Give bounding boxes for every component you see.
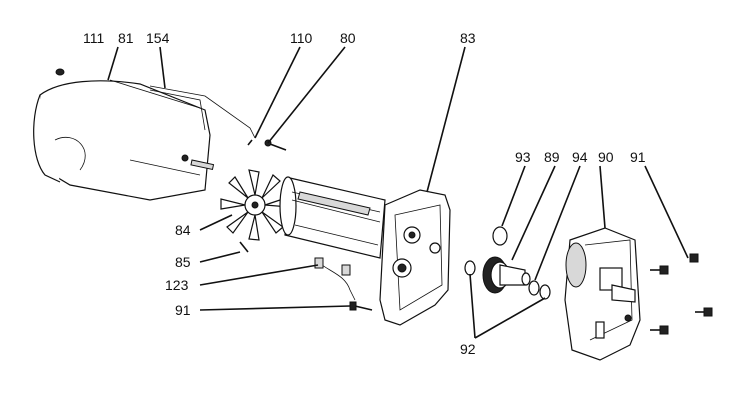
gasket-part xyxy=(149,85,256,139)
callout-labels: 111 81 154 110 80 83 93 89 94 90 91 84 8… xyxy=(83,30,646,357)
callout-85: 85 xyxy=(175,254,191,270)
wire-harness-part xyxy=(314,257,356,301)
gear-housing-part xyxy=(379,189,451,326)
callout-91-top: 91 xyxy=(630,149,646,165)
washer-part xyxy=(492,226,508,246)
callout-93: 93 xyxy=(515,149,531,165)
callout-84: 84 xyxy=(175,222,191,238)
callout-94: 94 xyxy=(572,149,588,165)
long-screw-part xyxy=(247,139,287,151)
spacer-part xyxy=(528,280,540,296)
callout-111: 111 xyxy=(83,30,104,46)
callout-89: 89 xyxy=(544,149,560,165)
screw-part-right xyxy=(650,253,713,335)
callout-92: 92 xyxy=(460,341,476,357)
callout-81: 81 xyxy=(118,30,134,46)
callout-123: 123 xyxy=(165,277,189,293)
shroud-cover-part xyxy=(33,79,215,201)
washer-part-2 xyxy=(464,260,476,276)
gearbox-cover-part xyxy=(564,227,641,361)
callout-90: 90 xyxy=(598,149,614,165)
screw-part-lower xyxy=(349,301,373,311)
gear-part xyxy=(482,256,531,294)
screw-part xyxy=(55,68,65,76)
callout-110: 110 xyxy=(290,30,313,46)
callout-154: 154 xyxy=(146,30,170,46)
callout-83: 83 xyxy=(460,30,476,46)
washer-part-3 xyxy=(539,284,551,300)
fan-part xyxy=(220,169,290,241)
motor-part xyxy=(279,176,386,259)
callout-80: 80 xyxy=(340,30,356,46)
leader-lines xyxy=(107,46,689,339)
key-part xyxy=(239,241,249,253)
callout-91-bottom: 91 xyxy=(175,302,191,318)
